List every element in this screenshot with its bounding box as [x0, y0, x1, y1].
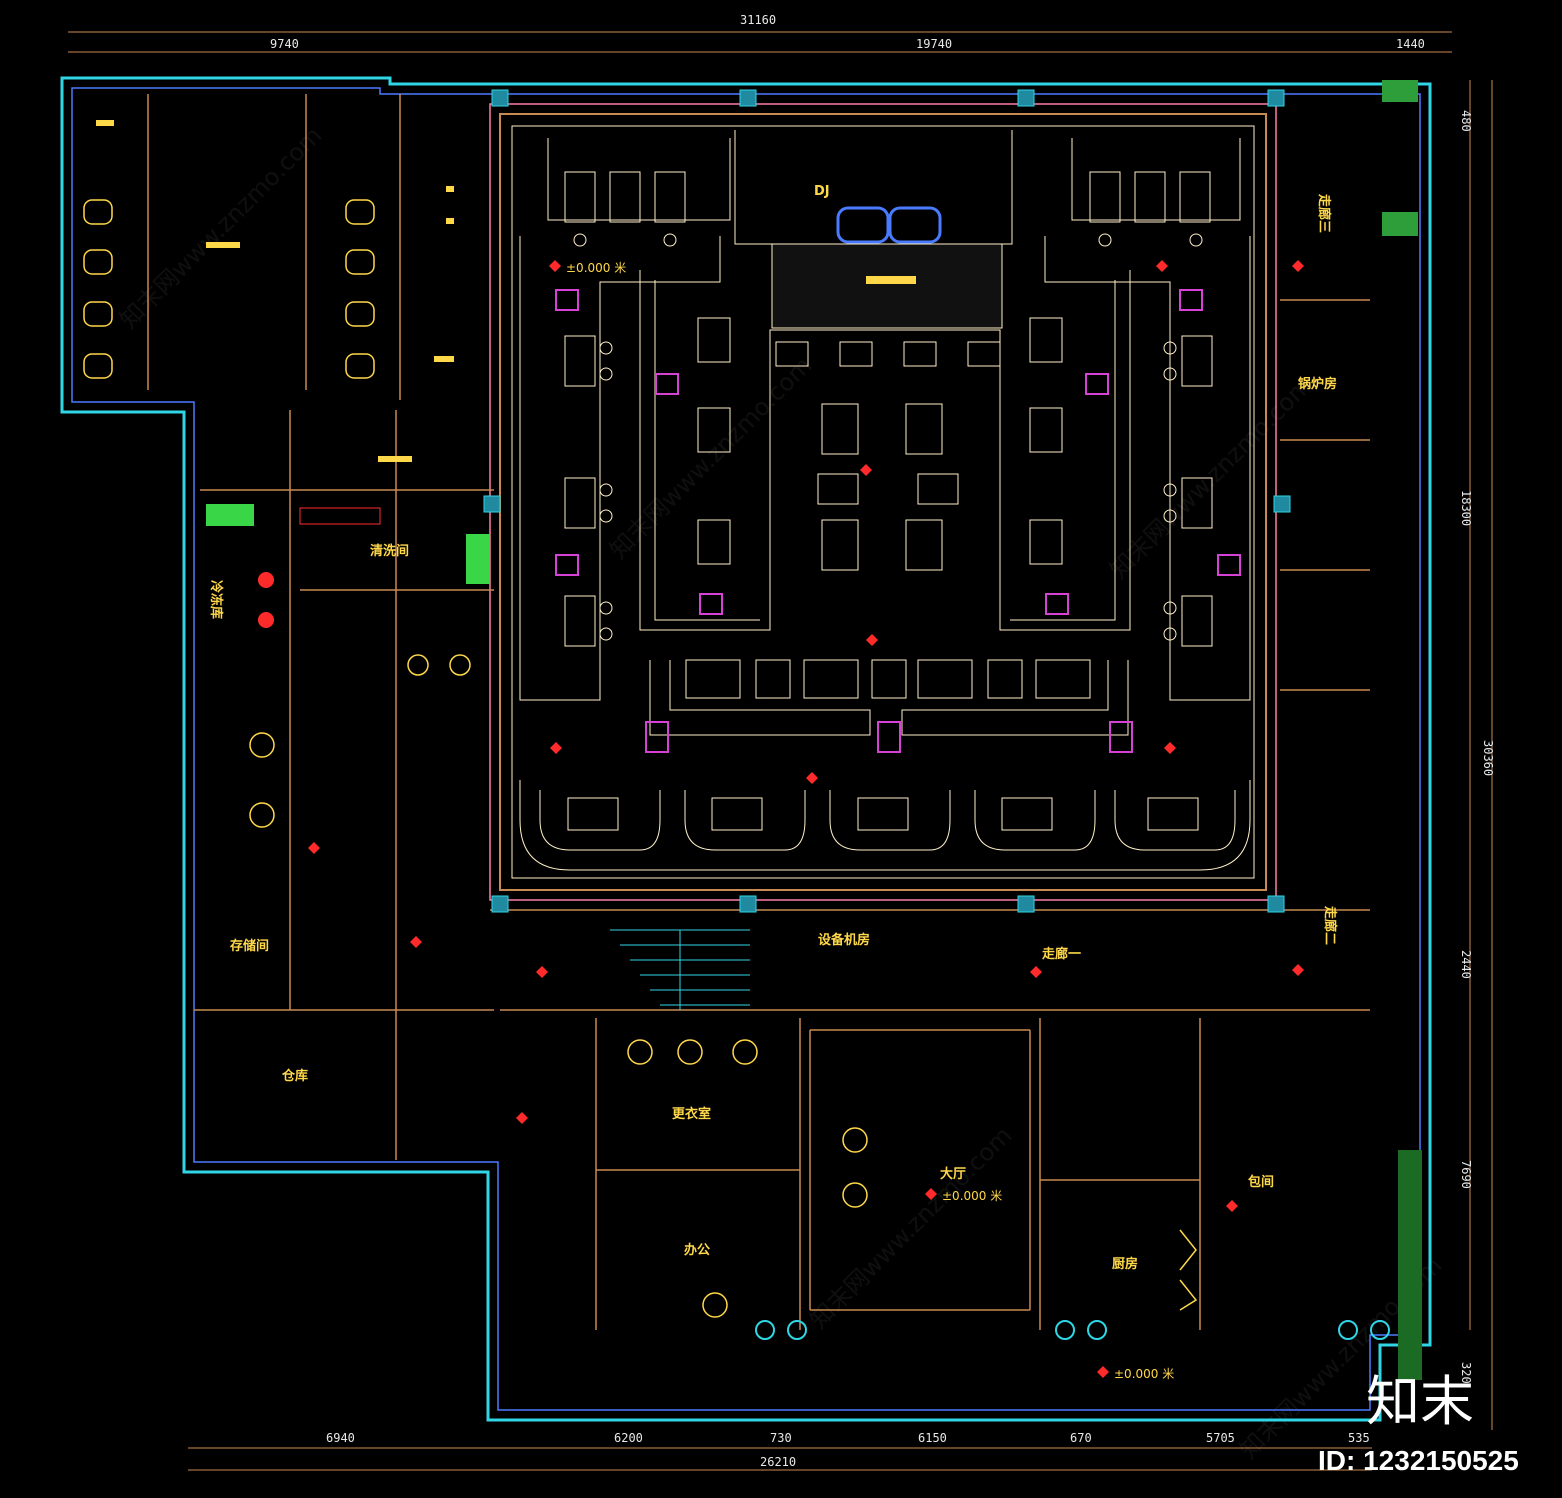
stairs	[610, 929, 750, 1010]
dim-right-2: 18300	[1459, 490, 1473, 526]
dimension-lines	[68, 31, 1493, 1471]
elevation-3: ±0.000 米	[1114, 1367, 1174, 1381]
dim-bottom-1: 6940	[326, 1431, 355, 1445]
main-hall	[489, 103, 1277, 901]
red-appliances	[258, 507, 381, 628]
dim-bottom-7: 535	[1348, 1431, 1370, 1445]
toilets	[83, 199, 1198, 1318]
elevation-2: ±0.000 米	[942, 1189, 1002, 1203]
label-dressing-room: 更衣室	[672, 1106, 711, 1122]
top-booths	[547, 138, 1241, 247]
dim-top-total: 31160	[740, 13, 776, 27]
round-columns	[755, 1320, 1390, 1340]
dj-label: DJ	[814, 184, 830, 199]
plants	[206, 80, 1422, 1380]
label-booth: 包间	[1248, 1174, 1274, 1190]
dim-bottom-6: 5705	[1206, 1431, 1235, 1445]
label-kitchen: 厨房	[1112, 1256, 1138, 1272]
dim-bottom-3: 730	[770, 1431, 792, 1445]
interior-walls	[147, 94, 1370, 1330]
label-lobby: 大厅	[940, 1166, 966, 1182]
label-corridor-1: 走廊一	[1042, 946, 1081, 962]
label-cleaning: 清洗间	[370, 543, 409, 559]
dim-top-left: 9740	[270, 37, 299, 51]
logo-text: 知末	[1366, 1370, 1474, 1433]
bottom-curved-booths	[519, 780, 1251, 871]
label-boiler: 锅炉房	[1298, 376, 1337, 392]
label-office: 办公	[684, 1242, 710, 1258]
dim-bottom-5: 670	[1070, 1431, 1092, 1445]
dim-right-5: 7690	[1459, 1160, 1473, 1189]
label-corridor-3: 走廊三	[1316, 194, 1332, 233]
magenta-posts	[555, 289, 1241, 753]
label-equipment-room: 设备机房	[818, 932, 870, 948]
elevation-1: ±0.000 米	[566, 261, 626, 275]
room-labels: 大厅 厨房 仓库 走廊一 走廊二 走廊三 设备机房 存储间 办公 更衣室 锅炉房…	[208, 194, 1338, 1272]
dim-top-right: 1440	[1396, 37, 1425, 51]
small-markers	[96, 120, 454, 462]
dim-bottom-2: 6200	[614, 1431, 643, 1445]
label-storage-room: 存储间	[230, 938, 269, 954]
structural-columns	[483, 89, 1291, 913]
elevation-markers: ±0.000 米 ±0.000 米 ±0.000 米	[308, 260, 1304, 1381]
dim-right-1: 480	[1459, 110, 1473, 132]
dim-bottom-4: 6150	[918, 1431, 947, 1445]
label-corridor-2: 走廊二	[1322, 906, 1338, 945]
dim-bottom-total: 26210	[760, 1455, 796, 1469]
side-booths	[564, 317, 1213, 647]
label-warehouse: 仓库	[281, 1068, 308, 1084]
branding: 知末 ID: 1232150525	[1318, 1370, 1519, 1476]
dim-right-6: 320	[1459, 1362, 1473, 1384]
exterior-walls	[60, 76, 1432, 1422]
id-label: ID: 1232150525	[1318, 1445, 1519, 1476]
dim-right-3: 30360	[1481, 740, 1495, 776]
label-freezer: 冷冻库	[208, 580, 224, 619]
dim-right-4: 2440	[1459, 950, 1473, 979]
dim-top-mid: 19740	[916, 37, 952, 51]
